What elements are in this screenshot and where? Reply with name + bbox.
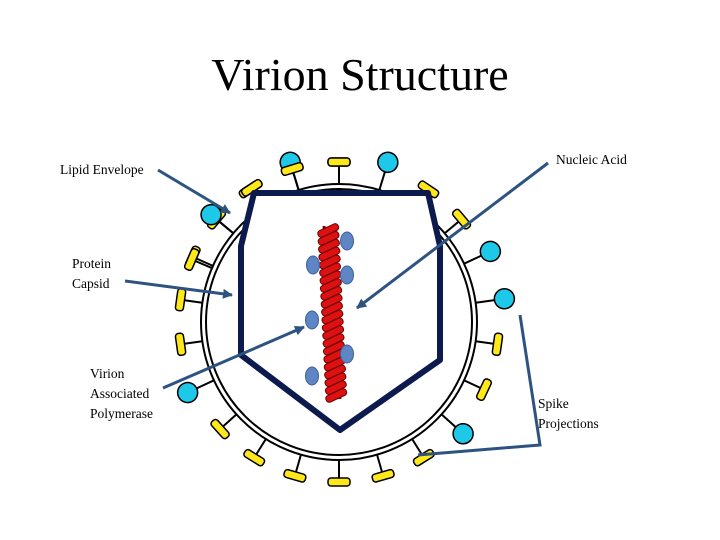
spike bbox=[183, 247, 213, 271]
spike bbox=[463, 378, 493, 402]
spike bbox=[377, 151, 399, 191]
spike bbox=[475, 288, 516, 310]
spike bbox=[243, 438, 267, 467]
label-lipid-envelope: Lipid Envelope bbox=[60, 162, 144, 177]
spike bbox=[371, 454, 395, 483]
label-polymerase: Virion Associated Polymerase bbox=[90, 366, 153, 421]
spike bbox=[475, 332, 504, 357]
spike bbox=[283, 454, 307, 483]
spike bbox=[280, 161, 304, 191]
page-title: Virion Structure bbox=[211, 49, 509, 100]
spike bbox=[176, 379, 215, 404]
polymerase-molecule bbox=[340, 231, 354, 251]
polymerase-molecule bbox=[305, 310, 319, 330]
polymerase-molecule bbox=[305, 366, 319, 386]
arrow-protein-capsid bbox=[124, 279, 233, 299]
label-nucleic-acid: Nucleic Acid bbox=[556, 152, 627, 167]
polymerase-molecule bbox=[340, 265, 354, 285]
spike bbox=[411, 438, 435, 467]
spike bbox=[174, 332, 203, 357]
polymerase-molecule bbox=[340, 344, 354, 364]
spike bbox=[327, 460, 351, 487]
spike bbox=[210, 413, 238, 440]
polymerase-molecules bbox=[305, 231, 354, 386]
spike bbox=[440, 413, 474, 445]
helix-segment bbox=[325, 388, 348, 403]
label-protein-capsid: Protein Capsid bbox=[72, 256, 111, 291]
arrow-nucleic-acid bbox=[356, 161, 549, 310]
arrow-spike-projections bbox=[417, 314, 542, 457]
polymerase-molecule bbox=[306, 255, 320, 275]
arrow-polymerase bbox=[162, 325, 305, 390]
arrow-lipid-envelope bbox=[157, 168, 231, 215]
spike bbox=[327, 157, 351, 184]
label-spike-projections: Spike Projections bbox=[538, 396, 599, 431]
spike bbox=[463, 240, 502, 265]
